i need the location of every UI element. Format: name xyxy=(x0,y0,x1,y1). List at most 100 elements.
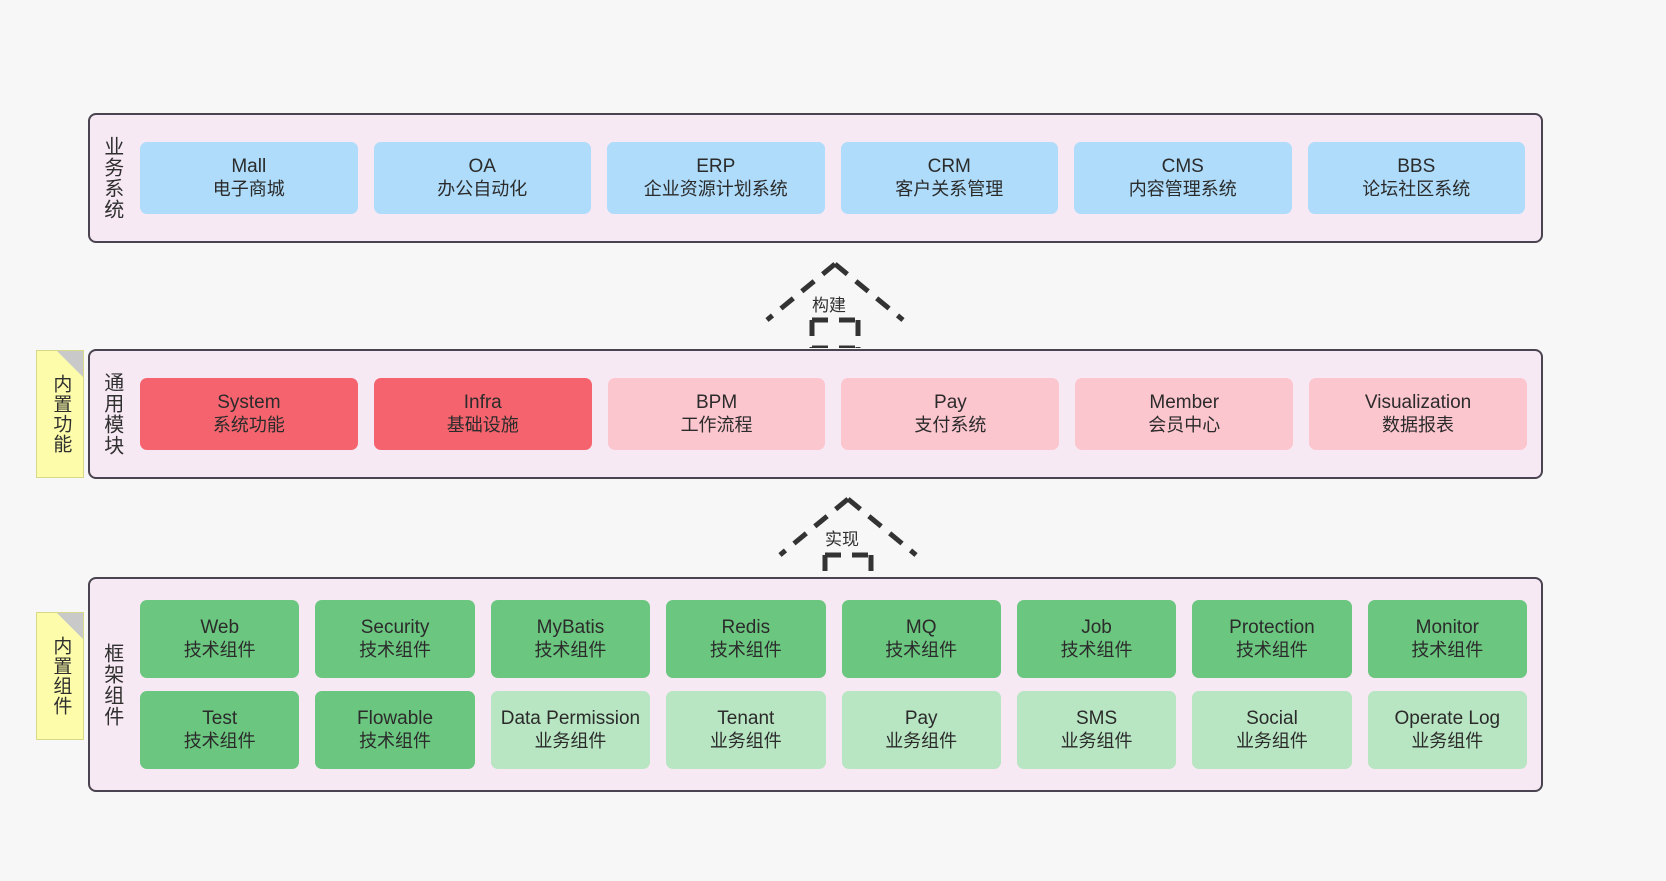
node-member-name: Member xyxy=(1149,392,1220,414)
node-member-desc: 会员中心 xyxy=(1148,414,1221,435)
node-social-desc: 业务组件 xyxy=(1235,730,1308,751)
node-flowable[interactable]: Flowable 技术组件 xyxy=(315,691,475,769)
node-visualization-name: Visualization xyxy=(1364,392,1472,414)
node-operate-log-name: Operate Log xyxy=(1394,708,1501,730)
node-crm[interactable]: CRM 客户关系管理 xyxy=(840,142,1058,214)
node-mq[interactable]: MQ 技术组件 xyxy=(841,600,1001,678)
node-mybatis[interactable]: MyBatis 技术组件 xyxy=(490,600,651,678)
node-flowable-name: Flowable xyxy=(357,708,434,730)
node-mq-desc: 技术组件 xyxy=(885,639,958,660)
layer-common-module-body: System 系统功能 Infra 基础设施 BPM 工作流程 Pay 支付系统… xyxy=(132,351,1541,477)
node-monitor-desc: 技术组件 xyxy=(1411,639,1484,660)
node-bbs-desc: 论坛社区系统 xyxy=(1362,178,1471,199)
node-security[interactable]: Security 技术组件 xyxy=(315,600,475,678)
layer-framework-component-title: 框架组件 xyxy=(100,642,123,727)
node-infra-desc: 基础设施 xyxy=(446,414,519,435)
node-infra[interactable]: Infra 基础设施 xyxy=(373,378,592,450)
framework-biz-row: Test 技术组件 Flowable 技术组件 Data Permission … xyxy=(140,691,1527,769)
node-job-desc: 技术组件 xyxy=(1060,639,1133,660)
node-redis-desc: 技术组件 xyxy=(709,639,782,660)
note-builtin-function: 内置功能 xyxy=(36,350,84,478)
node-monitor[interactable]: Monitor 技术组件 xyxy=(1367,600,1527,678)
node-test[interactable]: Test 技术组件 xyxy=(140,691,300,769)
node-protection[interactable]: Protection 技术组件 xyxy=(1192,600,1352,678)
node-erp-name: ERP xyxy=(696,156,736,178)
layer-business-system: 业务系统 Mall 电子商城 OA 办公自动化 ERP 企业资源计划系统 CRM… xyxy=(88,113,1543,243)
node-sms[interactable]: SMS 业务组件 xyxy=(1016,691,1177,769)
node-security-desc: 技术组件 xyxy=(359,639,432,660)
node-redis[interactable]: Redis 技术组件 xyxy=(666,600,826,678)
node-test-desc: 技术组件 xyxy=(183,730,256,751)
node-visualization[interactable]: Visualization 数据报表 xyxy=(1309,378,1527,450)
node-erp[interactable]: ERP 企业资源计划系统 xyxy=(607,142,825,214)
node-system-name: System xyxy=(217,392,281,414)
layer-business-system-title: 业务系统 xyxy=(100,136,123,220)
node-erp-desc: 企业资源计划系统 xyxy=(643,178,788,199)
node-operate-log[interactable]: Operate Log 业务组件 xyxy=(1367,691,1527,769)
node-tenant-name: Tenant xyxy=(717,708,775,730)
node-infra-name: Infra xyxy=(463,392,502,414)
node-tenant[interactable]: Tenant 业务组件 xyxy=(666,691,826,769)
node-pay-module-name: Pay xyxy=(934,392,967,414)
layer-business-system-body: Mall 电子商城 OA 办公自动化 ERP 企业资源计划系统 CRM 客户关系… xyxy=(132,115,1541,241)
node-tenant-desc: 业务组件 xyxy=(709,730,782,751)
node-test-name: Test xyxy=(202,708,238,730)
node-oa[interactable]: OA 办公自动化 xyxy=(373,142,591,214)
node-crm-desc: 客户关系管理 xyxy=(895,178,1004,199)
connector-build-label: 构建 xyxy=(812,296,846,315)
node-visualization-desc: 数据报表 xyxy=(1382,414,1455,435)
node-cms[interactable]: CMS 内容管理系统 xyxy=(1074,142,1292,214)
node-web-name: Web xyxy=(200,617,240,639)
node-job-name: Job xyxy=(1081,617,1112,639)
node-pay-module-desc: 支付系统 xyxy=(914,414,987,435)
node-protection-name: Protection xyxy=(1229,617,1315,639)
node-member[interactable]: Member 会员中心 xyxy=(1075,378,1294,450)
node-mall[interactable]: Mall 电子商城 xyxy=(140,142,358,214)
node-oa-name: OA xyxy=(468,156,496,178)
layer-framework-component-body: Web 技术组件 Security 技术组件 MyBatis 技术组件 Redi… xyxy=(132,579,1541,790)
node-sms-name: SMS xyxy=(1075,708,1118,730)
node-redis-name: Redis xyxy=(721,617,771,639)
note-builtin-component: 内置组件 xyxy=(36,612,84,740)
node-bpm-name: BPM xyxy=(695,392,738,414)
node-system[interactable]: System 系统功能 xyxy=(140,378,358,450)
node-web[interactable]: Web 技术组件 xyxy=(140,600,300,678)
layer-common-module: 通用模块 System 系统功能 Infra 基础设施 BPM 工作流程 Pay… xyxy=(88,349,1543,479)
node-mybatis-name: MyBatis xyxy=(536,617,605,639)
node-pay-module[interactable]: Pay 支付系统 xyxy=(841,378,1060,450)
business-system-row: Mall 电子商城 OA 办公自动化 ERP 企业资源计划系统 CRM 客户关系… xyxy=(140,142,1525,214)
node-data-permission-desc: 业务组件 xyxy=(534,730,607,751)
node-cms-name: CMS xyxy=(1161,156,1204,178)
node-mall-name: Mall xyxy=(231,156,267,178)
node-sms-desc: 业务组件 xyxy=(1060,730,1133,751)
node-mall-desc: 电子商城 xyxy=(212,178,285,199)
layer-framework-component: 框架组件 Web 技术组件 Security 技术组件 MyBatis 技术组件… xyxy=(88,577,1543,792)
connector-implement-label: 实现 xyxy=(825,530,859,549)
node-pay-component-desc: 业务组件 xyxy=(885,730,958,751)
node-data-permission[interactable]: Data Permission 业务组件 xyxy=(490,691,651,769)
node-mybatis-desc: 技术组件 xyxy=(534,639,607,660)
common-module-row: System 系统功能 Infra 基础设施 BPM 工作流程 Pay 支付系统… xyxy=(140,378,1527,450)
node-protection-desc: 技术组件 xyxy=(1235,639,1308,660)
node-monitor-name: Monitor xyxy=(1415,617,1479,639)
node-bpm-desc: 工作流程 xyxy=(680,414,753,435)
node-social-name: Social xyxy=(1246,708,1298,730)
node-mq-name: MQ xyxy=(905,617,937,639)
node-system-desc: 系统功能 xyxy=(212,414,285,435)
node-job[interactable]: Job 技术组件 xyxy=(1016,600,1177,678)
node-oa-desc: 办公自动化 xyxy=(437,178,528,199)
node-cms-desc: 内容管理系统 xyxy=(1128,178,1237,199)
node-web-desc: 技术组件 xyxy=(183,639,256,660)
node-flowable-desc: 技术组件 xyxy=(359,730,432,751)
layer-common-module-title: 通用模块 xyxy=(100,372,123,456)
node-security-name: Security xyxy=(360,617,430,639)
node-social[interactable]: Social 业务组件 xyxy=(1192,691,1352,769)
node-bbs[interactable]: BBS 论坛社区系统 xyxy=(1307,142,1525,214)
node-bbs-name: BBS xyxy=(1397,156,1436,178)
node-crm-name: CRM xyxy=(927,156,971,178)
node-pay-component[interactable]: Pay 业务组件 xyxy=(841,691,1001,769)
node-bpm[interactable]: BPM 工作流程 xyxy=(607,378,826,450)
node-pay-component-name: Pay xyxy=(904,708,938,730)
framework-tech-row: Web 技术组件 Security 技术组件 MyBatis 技术组件 Redi… xyxy=(140,600,1527,678)
